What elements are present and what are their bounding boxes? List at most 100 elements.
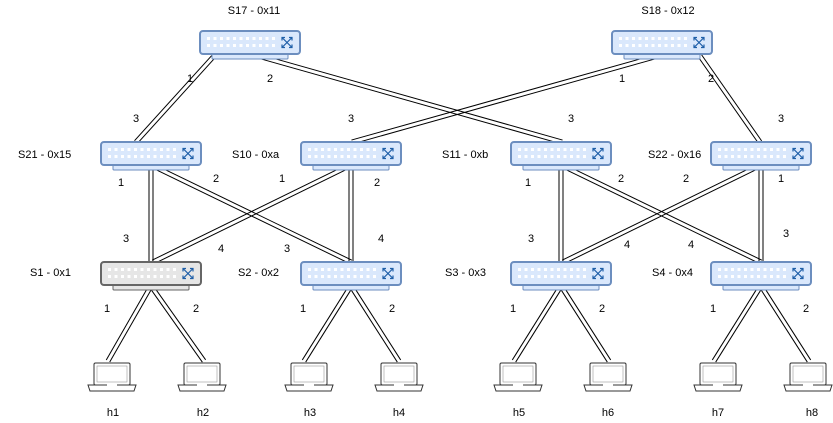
link-s21-s1	[148, 166, 154, 262]
port-label-to: 3	[133, 113, 139, 125]
port-label-from: 2	[193, 303, 199, 315]
link-wire-1	[105, 284, 150, 361]
link-wire-1	[134, 54, 213, 141]
port-label-from: 1	[619, 73, 625, 85]
switch-arrows-icon	[792, 267, 804, 280]
switch-s4[interactable]: network-switch-icon	[710, 261, 812, 291]
link-wire-1	[758, 286, 808, 363]
port-dots	[308, 148, 376, 158]
link-s11-s4	[561, 163, 763, 265]
switch-s2[interactable]: network-switch-icon	[300, 261, 402, 291]
link-wire-2	[715, 286, 764, 363]
link-wire-1	[561, 163, 759, 261]
switch-s18[interactable]: network-switch-icon	[611, 30, 713, 60]
port-label-to: 4	[378, 233, 384, 245]
port-dots	[108, 148, 176, 158]
node-label-h8: h8	[806, 407, 818, 419]
node-label-h2: h2	[197, 407, 209, 419]
link-s18-s22	[697, 54, 763, 144]
port-label-from: 2	[708, 73, 714, 85]
switch-s22[interactable]: network-switch-icon	[710, 141, 812, 171]
link-wire-1	[351, 53, 658, 141]
node-label-s1: S1 - 0x1	[30, 267, 71, 279]
port-dots	[619, 37, 687, 47]
port-label-from: 1	[104, 303, 110, 315]
link-wire-1	[151, 163, 349, 261]
link-s1-h1	[105, 284, 154, 363]
laptop-icon	[693, 362, 743, 392]
switch-s3[interactable]: network-switch-icon	[510, 261, 612, 291]
port-label-from: 1	[525, 177, 531, 189]
port-label-from: 2	[267, 73, 273, 85]
port-label-from: 2	[618, 173, 624, 185]
link-s3-h6	[558, 284, 612, 363]
host-h4[interactable]	[374, 362, 424, 392]
port-label-from: 2	[213, 173, 219, 185]
switch-body	[199, 30, 301, 55]
node-label-s17: S17 - 0x11	[228, 5, 280, 17]
port-label-to: 3	[783, 228, 789, 240]
host-h5[interactable]	[493, 362, 543, 392]
port-label-from: 2	[374, 177, 380, 189]
link-wire-2	[762, 284, 812, 361]
switch-body	[710, 261, 812, 286]
port-label-to: 3	[528, 233, 534, 245]
host-h6[interactable]	[583, 362, 633, 392]
link-s21-s2	[151, 163, 353, 265]
port-label-from: 1	[279, 173, 285, 185]
node-label-s11: S11 - 0xb	[442, 149, 488, 161]
port-label-to: 3	[348, 113, 354, 125]
port-label-from: 1	[300, 303, 306, 315]
link-s2-h3	[301, 284, 354, 363]
link-wire-2	[563, 167, 761, 265]
port-dots	[518, 268, 586, 278]
link-s17-s11	[257, 53, 563, 145]
link-wire-2	[153, 163, 353, 261]
host-h1[interactable]	[87, 362, 137, 392]
host-h2[interactable]	[177, 362, 227, 392]
port-label-from: 1	[510, 303, 516, 315]
host-h3[interactable]	[284, 362, 334, 392]
switch-s11[interactable]: network-switch-icon	[510, 141, 612, 171]
switch-arrows-icon	[792, 147, 804, 160]
link-wire-2	[152, 284, 207, 361]
node-label-s22: S22 - 0x16	[648, 149, 701, 161]
port-label-from: 1	[710, 303, 716, 315]
link-wire-1	[558, 286, 608, 363]
port-dots	[108, 268, 176, 278]
port-label-from: 2	[599, 303, 605, 315]
port-dots	[718, 268, 786, 278]
node-label-h4: h4	[393, 407, 405, 419]
switch-s21[interactable]: network-switch-icon	[100, 141, 202, 171]
port-label-from: 1	[118, 177, 124, 189]
link-s22-s3	[561, 163, 761, 265]
link-s2-h4	[348, 284, 402, 363]
node-label-s21: S21 - 0x15	[18, 149, 71, 161]
node-label-h7: h7	[712, 407, 724, 419]
port-dots	[718, 148, 786, 158]
switch-body	[710, 141, 812, 166]
link-wire-1	[511, 284, 560, 361]
switch-s10[interactable]: network-switch-icon	[300, 141, 402, 171]
switch-s1[interactable]: network-switch-icon	[100, 261, 202, 291]
link-s3-h5	[511, 284, 564, 363]
link-wire-1	[301, 284, 350, 361]
switch-arrows-icon	[182, 147, 194, 160]
port-label-to: 4	[688, 239, 694, 251]
node-label-s3: S3 - 0x3	[445, 267, 486, 279]
link-s11-s3	[558, 166, 564, 262]
link-s4-h7	[711, 284, 764, 363]
node-label-h1: h1	[107, 407, 119, 419]
host-h7[interactable]	[693, 362, 743, 392]
laptop-icon	[177, 362, 227, 392]
node-label-s2: S2 - 0x2	[238, 267, 279, 279]
switch-s17[interactable]: network-switch-icon	[199, 30, 301, 60]
host-h8[interactable]	[783, 362, 833, 392]
switch-body	[100, 261, 202, 286]
switch-arrows-icon	[592, 267, 604, 280]
link-s17-s21	[134, 54, 216, 144]
switch-body	[100, 141, 202, 166]
link-s4-h8	[758, 284, 812, 363]
port-dots	[308, 268, 376, 278]
link-wire-2	[562, 284, 612, 361]
